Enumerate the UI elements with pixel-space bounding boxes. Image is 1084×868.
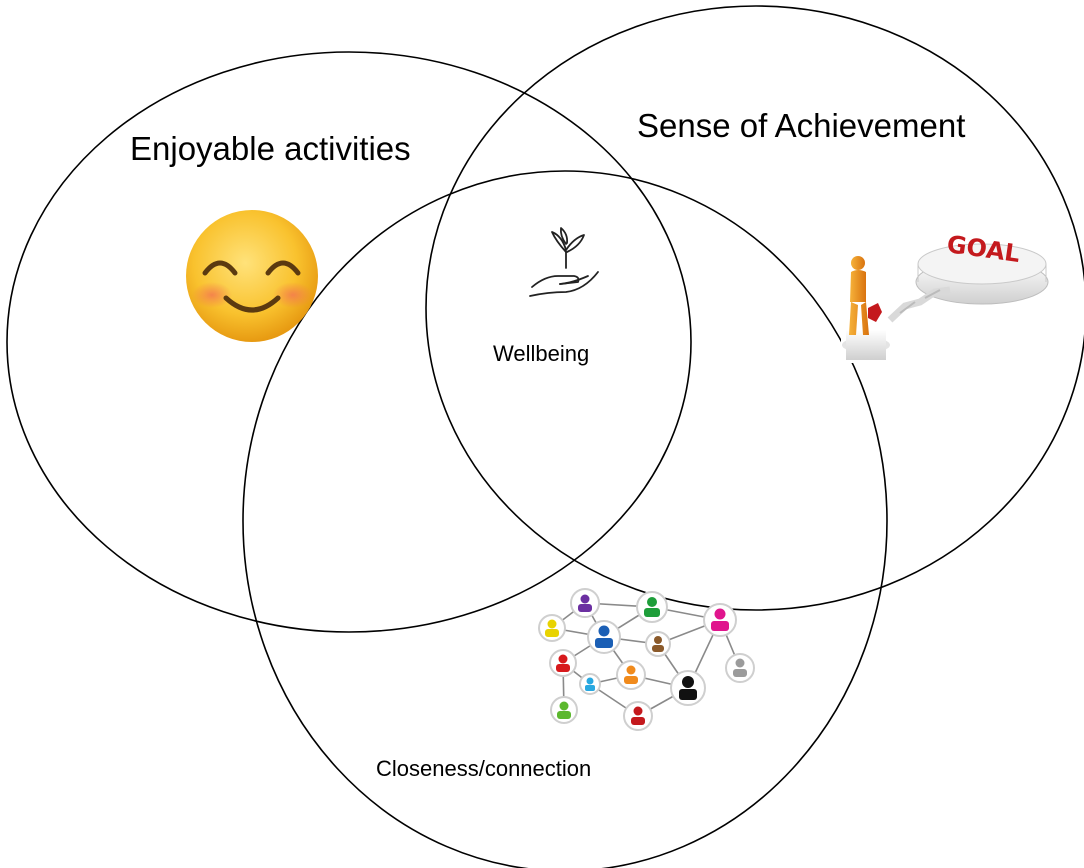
goal-figure-icon: GOAL — [841, 218, 1049, 363]
people-network-icon — [538, 588, 755, 731]
label-enjoyable-activities: Enjoyable activities — [130, 130, 411, 167]
circle-sense-of-achievement — [425, 5, 1084, 611]
smiling-face-icon — [186, 210, 318, 342]
circle-enjoyable-activities — [6, 51, 692, 633]
label-sense-of-achievement: Sense of Achievement — [637, 107, 965, 144]
circle-closeness-connection — [242, 170, 888, 868]
label-closeness-connection: Closeness/connection — [376, 756, 591, 781]
label-wellbeing: Wellbeing — [493, 341, 589, 366]
seedling-hand-icon — [529, 227, 599, 297]
